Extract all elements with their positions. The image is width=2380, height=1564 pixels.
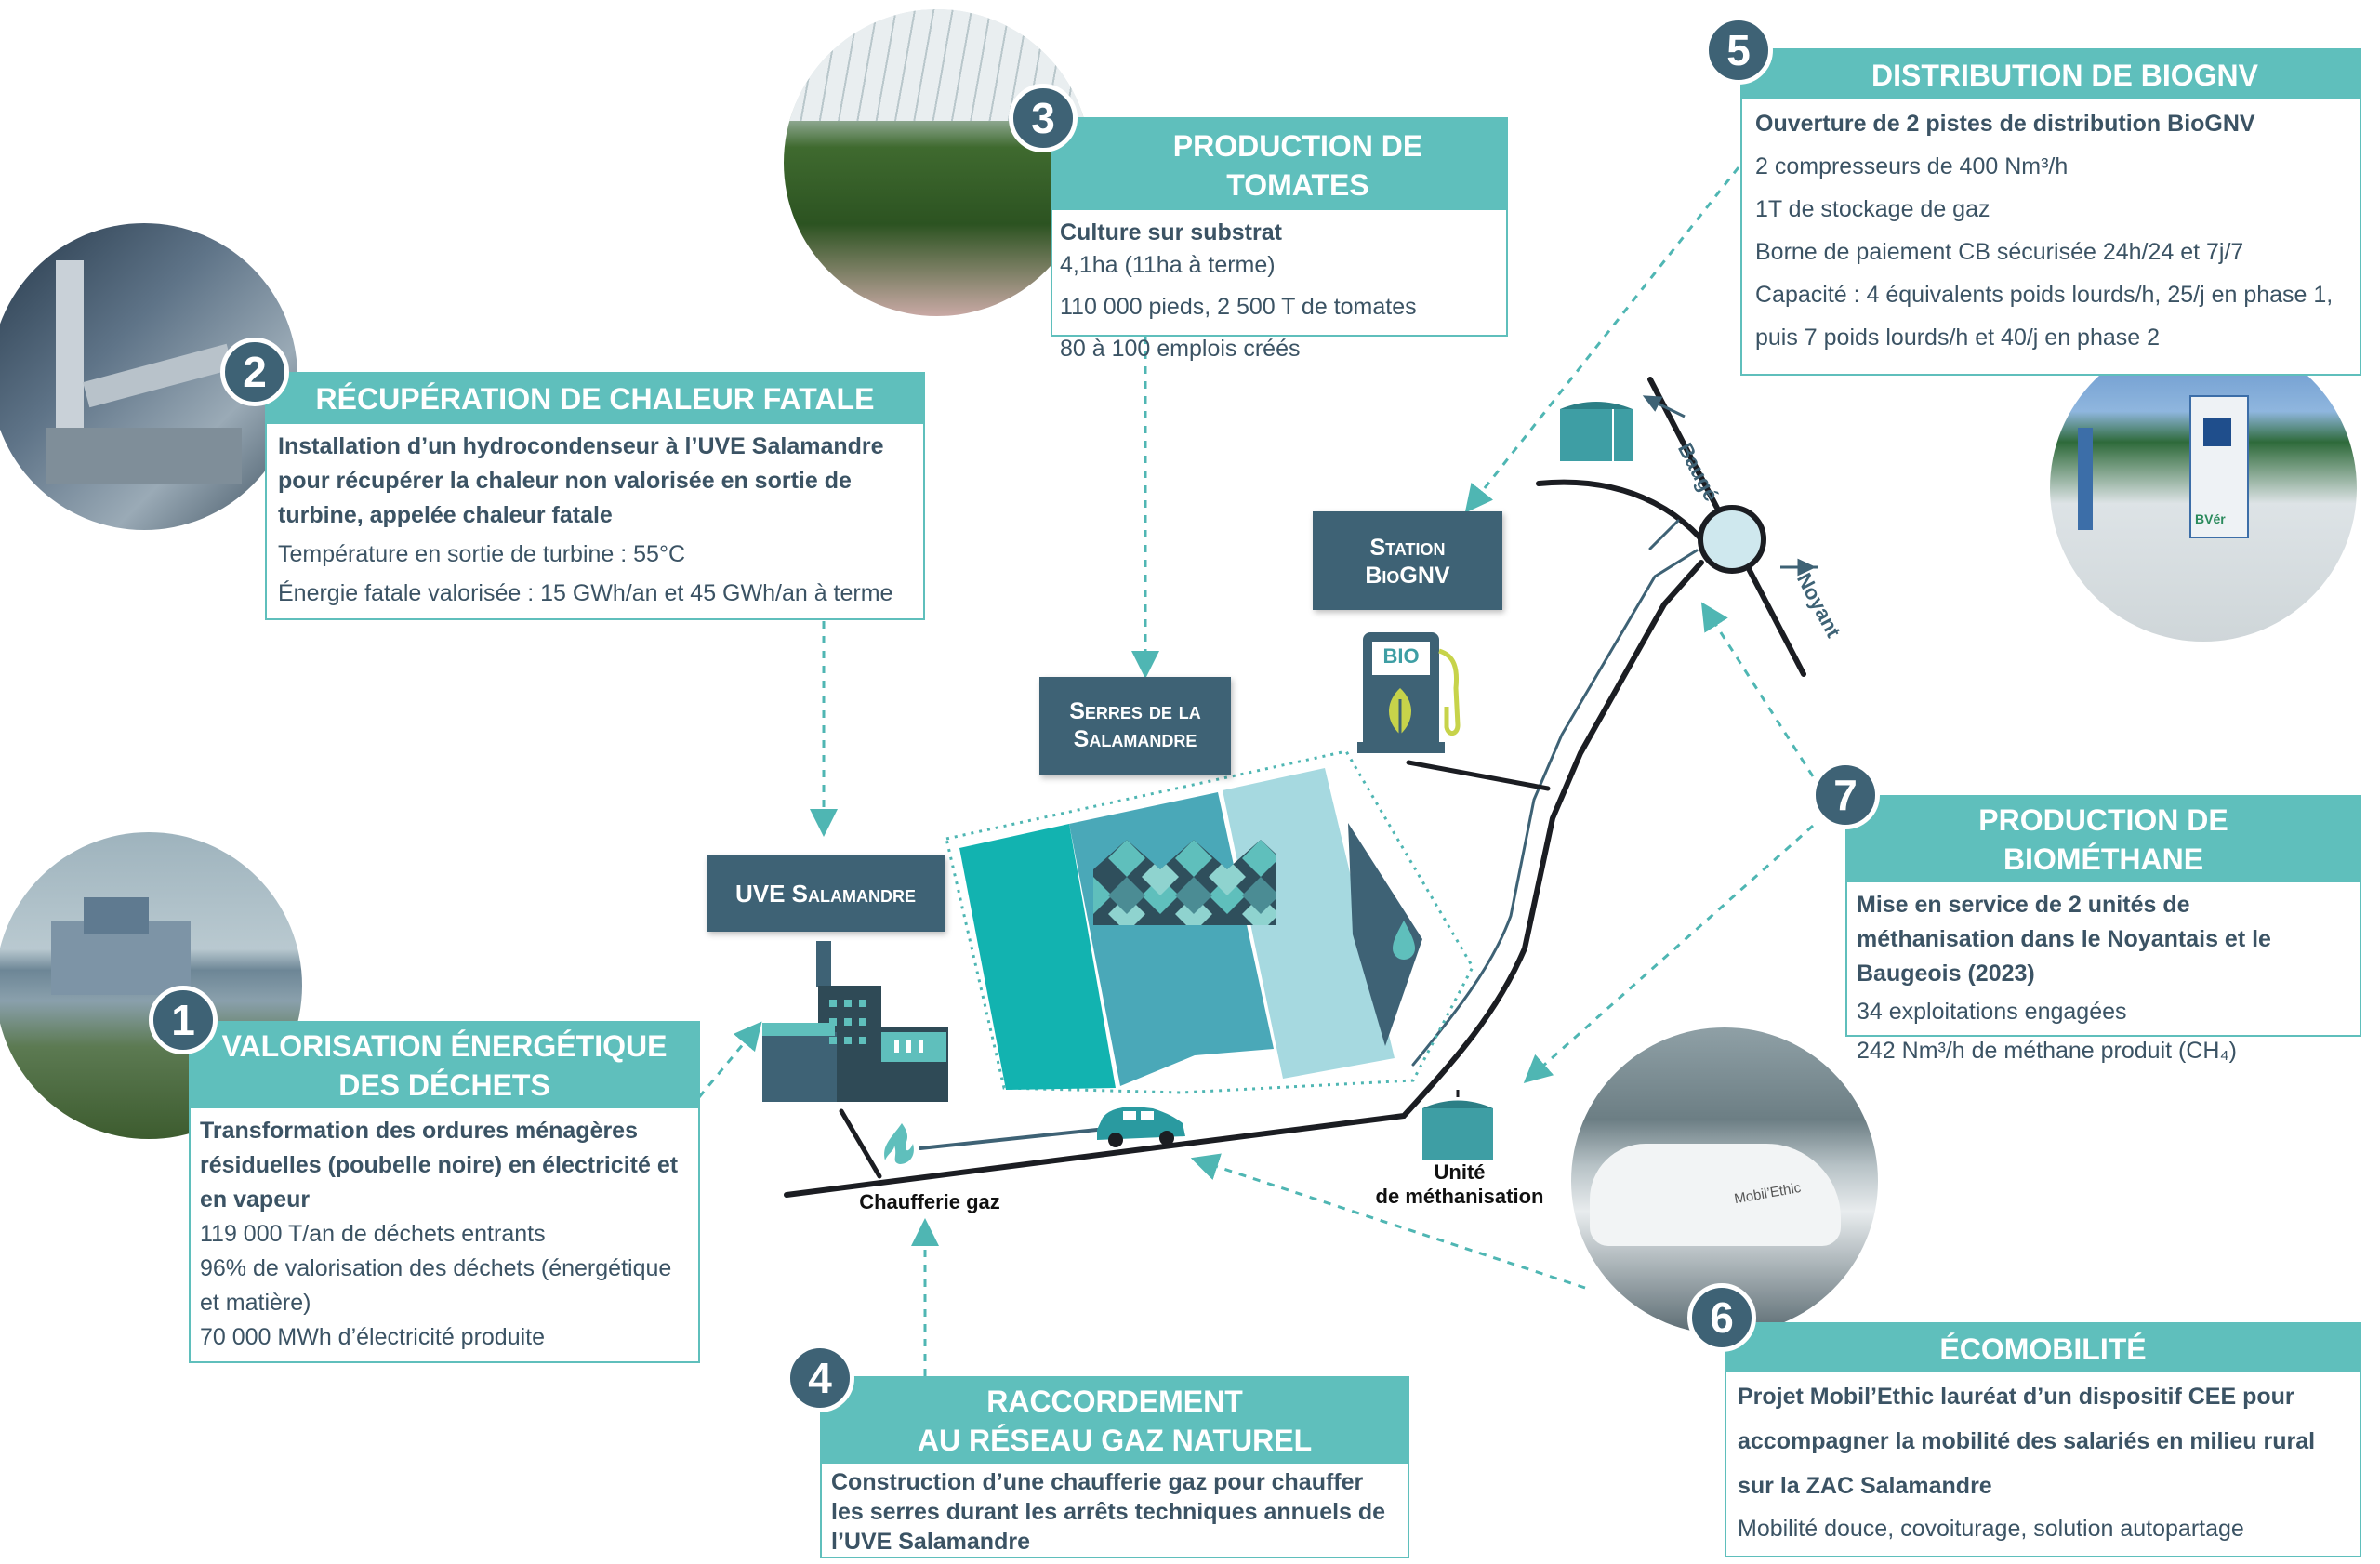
greenhouse-block-1 [959, 824, 1116, 1090]
methanisation-tank-icon [1422, 1090, 1493, 1160]
box-biomethane: PRODUCTION DE BIOMÉTHANE Mise en service… [1845, 795, 2361, 1064]
direction-arrows [1642, 395, 1818, 577]
box-tomates-item-1: 4,1ha (11ha à terme) [1060, 252, 1276, 278]
car-icon [1097, 1107, 1185, 1147]
box-biognv-item-3: Borne de paiement CB sécurisée 24h/24 et… [1755, 239, 2244, 265]
badge-5: 5 [1704, 16, 1773, 85]
greenhouse-icon [1093, 840, 1276, 925]
label-station-line1: Station [1369, 535, 1446, 561]
photo-electric-car: Mobil’Ethic [1571, 1027, 1878, 1334]
box-raccordement-title-line1: RACCORDEMENT [986, 1385, 1243, 1418]
box-chaleur-fatale-lead: Installation d’un hydrocondenseur à l’UV… [278, 433, 884, 528]
connector-5-station [1464, 166, 1740, 513]
box-chaleur-fatale: RÉCUPÉRATION DE CHALEUR FATALE Installat… [265, 372, 925, 620]
box-raccordement-lead: Construction d’une chaufferie gaz pour c… [831, 1469, 1386, 1555]
connector-lines [697, 166, 1815, 1376]
water-drop-icon [1393, 921, 1415, 960]
connector-7-methan [1523, 824, 1814, 1083]
connector-7-round [1700, 602, 1815, 777]
serres-dotted-outline [945, 749, 1474, 1094]
box-valorisation-item-1: 119 000 T/an de déchets entrants [200, 1221, 546, 1247]
box-biognv-lead: Ouverture de 2 pistes de distribution Bi… [1755, 111, 2255, 137]
box-valorisation-lead: Transformation des ordures ménagères rés… [200, 1118, 679, 1213]
box-biognv-item-4: Capacité : 4 équivalents poids lourds/h,… [1755, 282, 2334, 351]
badge-4: 4 [786, 1344, 854, 1412]
box-biomethane-item-2: 242 Nm³/h de méthane produit (CH₄) [1857, 1038, 2237, 1064]
box-chaleur-fatale-title: RÉCUPÉRATION DE CHALEUR FATALE [267, 374, 923, 424]
box-tomates-lead: Culture sur substrat [1060, 219, 1282, 245]
box-ecomobilite: ÉCOMOBILITÉ Projet Mobil’Ethic lauréat d… [1725, 1322, 2361, 1557]
road-branch-station [1406, 760, 1551, 791]
road-chaufferie [839, 1108, 882, 1179]
photo-biognv-station: BVér [2050, 335, 2357, 642]
label-chaufferie-gaz: Chaufferie gaz [859, 1190, 1000, 1213]
badge-7: 7 [1811, 761, 1880, 829]
connector-6-road [1190, 1153, 1586, 1290]
label-methanisation-line1: Unité [1434, 1160, 1486, 1184]
box-raccordement: RACCORDEMENT AU RÉSEAU GAZ NATUREL Const… [820, 1376, 1409, 1558]
box-tomates-title: PRODUCTION DE TOMATES [1052, 119, 1506, 210]
box-valorisation-title: VALORISATION ÉNERGÉTIQUE DES DÉCHETS [191, 1023, 698, 1108]
box-tomates: PRODUCTION DE TOMATES Culture sur substr… [1051, 117, 1508, 362]
box-chaleur-fatale-item-2: Énergie fatale valorisée : 15 GWh/an et … [278, 580, 893, 606]
main-road [784, 560, 1704, 1198]
roads [784, 377, 1806, 1198]
box-tomates-item-2: 110 000 pieds, 2 500 T de tomates [1060, 294, 1417, 320]
badge-6: 6 [1687, 1283, 1756, 1352]
storage-tank-icon [1560, 402, 1633, 461]
label-serres-line1: Serres de la [1069, 698, 1201, 724]
main-road-inner [1411, 549, 1699, 1067]
road-small [919, 1128, 1099, 1150]
box-biognv-item-1: 2 compresseurs de 400 Nm³/h [1755, 153, 2069, 179]
road-curve [1536, 479, 1718, 561]
box-ecomobilite-title: ÉCOMOBILITÉ [1726, 1324, 2360, 1372]
label-unite-methanisation: Unité de méthanisation [1357, 1160, 1562, 1209]
box-biomethane-item-1: 34 exploitations engagées [1857, 999, 2127, 1025]
pump-brand-text: BVér [2195, 511, 2226, 526]
connector-1-uve [697, 1021, 762, 1098]
box-biognv: DISTRIBUTION DE BIOGNV Ouverture de 2 pi… [1740, 48, 2361, 376]
label-methanisation-line2: de méthanisation [1375, 1185, 1544, 1208]
photo-tomato-greenhouse [784, 9, 1091, 316]
label-station-line2: BioGNV [1365, 563, 1450, 589]
box-biomethane-lead: Mise en service de 2 unités de méthanisa… [1857, 892, 2271, 987]
uve-factory-icon [762, 941, 948, 1102]
box-ecomobilite-lead: Projet Mobil’Ethic lauréat d’un disposit… [1738, 1384, 2316, 1499]
bio-pump-text: BIO [1382, 644, 1420, 668]
box-valorisation-item-2: 96% de valorisation des déchets (énergét… [200, 1255, 672, 1316]
roundabout [1698, 505, 1766, 574]
box-biomethane-title-line1: PRODUCTION DE [1978, 803, 2228, 837]
box-biognv-item-2: 1T de stockage de gaz [1755, 196, 1990, 222]
badge-3: 3 [1009, 84, 1078, 152]
box-valorisation-title-line1: VALORISATION ÉNERGÉTIQUE [221, 1029, 668, 1063]
box-raccordement-title: RACCORDEMENT AU RÉSEAU GAZ NATUREL [822, 1378, 1408, 1464]
label-serres: Serres de la Salamandre [1039, 677, 1231, 775]
box-tomates-item-3: 80 à 100 emplois créés [1060, 336, 1301, 362]
box-raccordement-title-line2: AU RÉSEAU GAZ NATUREL [917, 1424, 1313, 1457]
label-uve-salamandre-text: UVE Salamandre [734, 880, 916, 908]
road-west [1648, 519, 1680, 550]
flame-icon [884, 1123, 914, 1164]
box-ecomobilite-item-1: Mobilité douce, covoiturage, solution au… [1738, 1516, 2244, 1542]
water-basin [1348, 823, 1422, 1046]
label-uve-salamandre: UVE Salamandre [707, 855, 945, 932]
label-serres-line2: Salamandre [1073, 726, 1197, 752]
badge-1: 1 [149, 986, 218, 1054]
box-valorisation-item-3: 70 000 MWh d’électricité produite [200, 1324, 546, 1350]
label-station-biognv: Station BioGNV [1313, 511, 1502, 610]
box-valorisation: VALORISATION ÉNERGÉTIQUE DES DÉCHETS Tra… [189, 1021, 700, 1363]
box-biognv-title: DISTRIBUTION DE BIOGNV [1742, 50, 2360, 99]
box-chaleur-fatale-item-1: Température en sortie de turbine : 55°C [278, 541, 686, 567]
box-biomethane-title: PRODUCTION DE BIOMÉTHANE [1847, 797, 2360, 882]
box-biomethane-title-line2: BIOMÉTHANE [2003, 842, 2204, 876]
badge-2: 2 [220, 338, 289, 406]
box-valorisation-title-line2: DES DÉCHETS [338, 1068, 550, 1102]
biognv-pump-icon [1357, 632, 1461, 753]
